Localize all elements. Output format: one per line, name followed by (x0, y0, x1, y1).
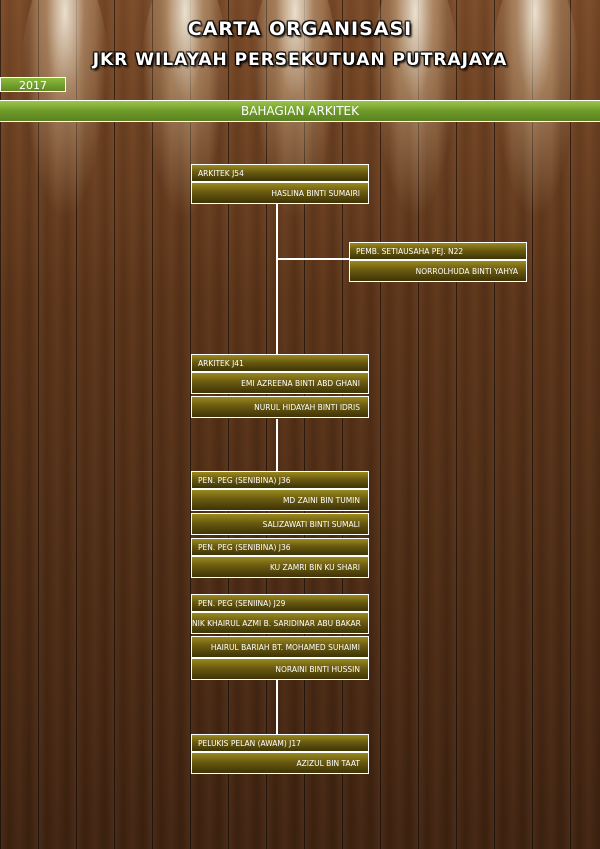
connector-line (276, 258, 349, 260)
position-arkitek-j41: ARKITEK J41 (191, 354, 369, 372)
staff-name: AZIZUL BIN TAAT (191, 752, 369, 774)
position-setiausaha-n22: PEMB. SETIAUSAHA PEJ. N22 (349, 242, 527, 260)
chart-title: CARTA ORGANISASI (187, 18, 413, 40)
staff-name: NIK KHAIRUL AZMI B. SARIDINAR ABU BAKAR (191, 612, 369, 634)
staff-name: HASLINA BINTI SUMAIRI (191, 182, 369, 204)
connector-line (276, 419, 278, 473)
staff-name: HAIRUL BARIAH BT. MOHAMED SUHAIMI (191, 636, 369, 658)
staff-name: EMI AZREENA BINTI ABD GHANI (191, 372, 369, 394)
position-seniina-j29: PEN. PEG (SENIINA) J29 (191, 594, 369, 612)
staff-name: NORAINI BINTI HUSSIN (191, 658, 369, 680)
department-banner: BAHAGIAN ARKITEK (0, 100, 600, 122)
position-pelukis-j17: PELUKIS PELAN (AWAM) J17 (191, 734, 369, 752)
position-senibina-j36: PEN. PEG (SENIBINA) J36 (191, 538, 369, 556)
connector-line (276, 204, 278, 356)
staff-name: NURUL HIDAYAH BINTI IDRIS (191, 396, 369, 418)
connector-line (276, 678, 278, 736)
staff-name: SALIZAWATI BINTI SUMALI (191, 513, 369, 535)
staff-name: MD ZAINI BIN TUMIN (191, 489, 369, 511)
chart-subtitle: JKR WILAYAH PERSEKUTUAN PUTRAJAYA (92, 50, 508, 70)
year-badge: 2017 (0, 77, 66, 92)
position-senibina-j36: PEN. PEG (SENIBINA) J36 (191, 471, 369, 489)
staff-name: NORROLHUDA BINTI YAHYA (349, 260, 527, 282)
staff-name: KU ZAMRI BIN KU SHARI (191, 556, 369, 578)
position-arkitek-j54: ARKITEK J54 (191, 164, 369, 182)
